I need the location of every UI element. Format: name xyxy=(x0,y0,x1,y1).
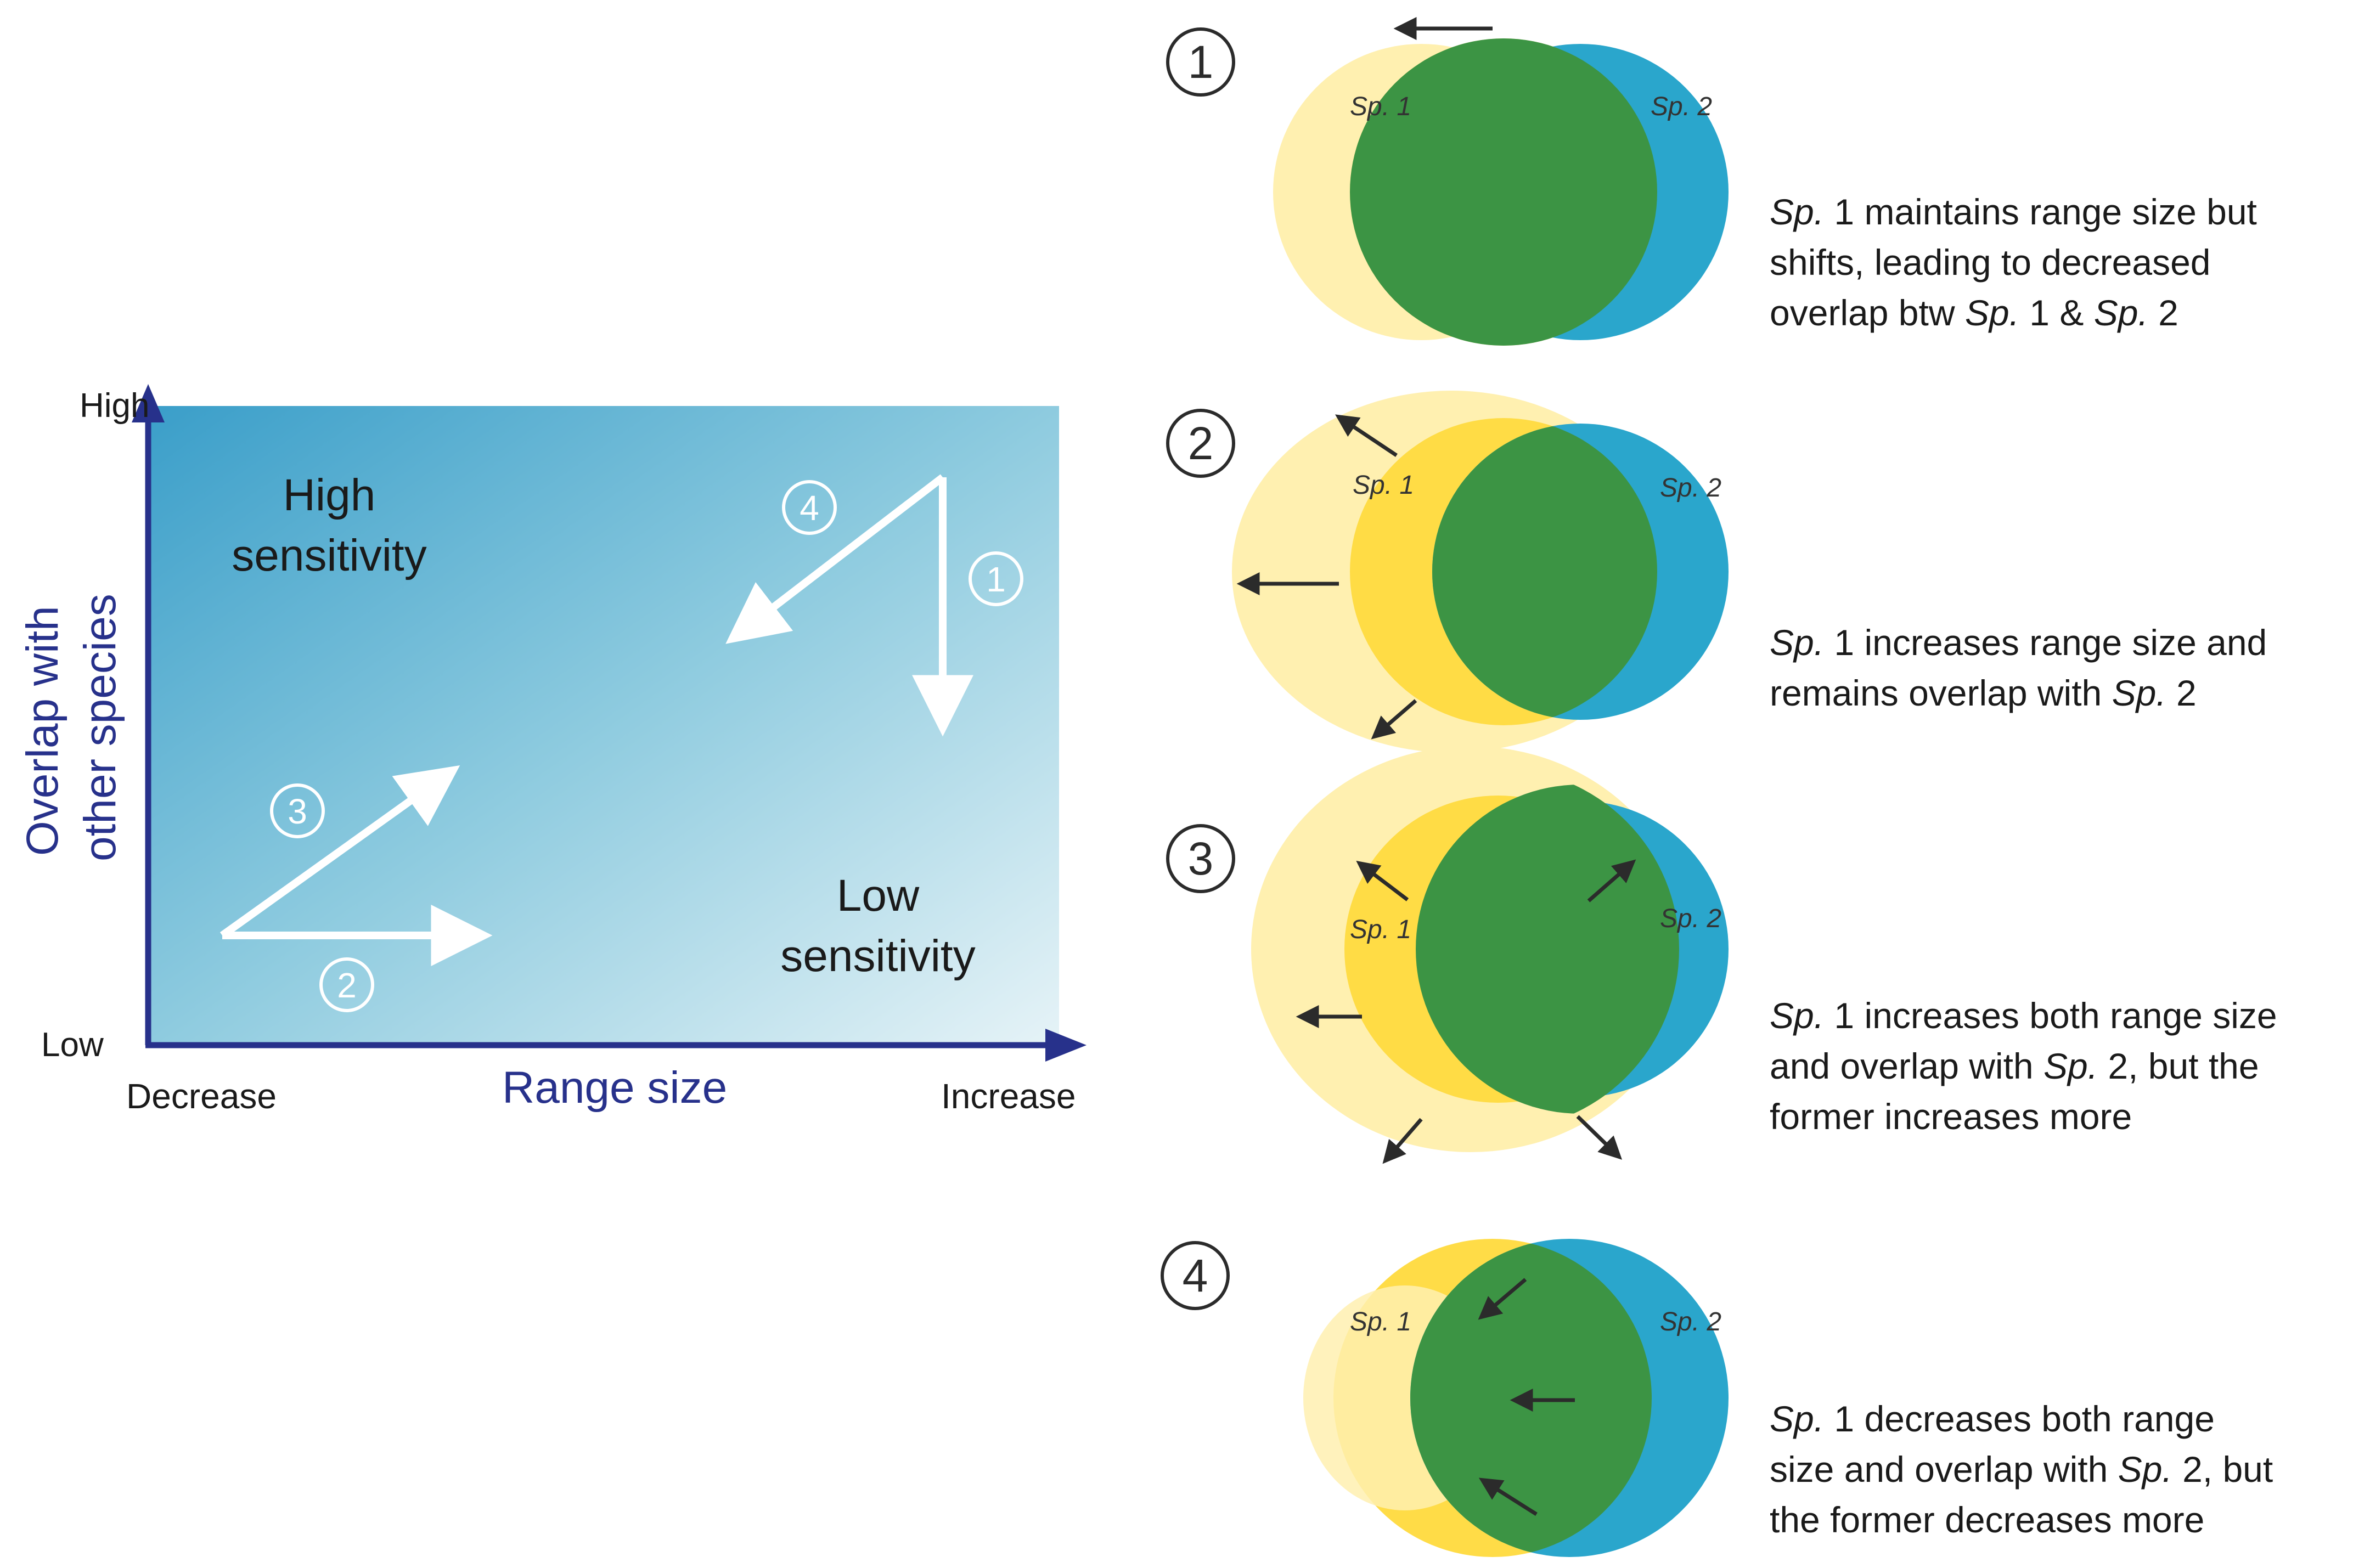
svg-text:4: 4 xyxy=(800,488,819,528)
caption-line: shifts, leading to decreased xyxy=(1770,237,2257,287)
caption-text: and overlap with xyxy=(1770,1046,2044,1086)
caption-line: Sp. 1 increases range size and xyxy=(1770,617,2267,668)
scenario-1-caption: Sp. 1 maintains range size but shifts, le… xyxy=(1770,187,2257,338)
expand-arrow-upleft xyxy=(1335,414,1398,457)
contract-arrow-upper xyxy=(1478,1278,1527,1320)
caption-text: 2 xyxy=(2148,292,2178,333)
caption-text: 1 increases both range size xyxy=(1824,995,2277,1036)
expand-arrow-downright xyxy=(1576,1115,1623,1160)
caption-text: remains overlap with xyxy=(1770,673,2112,713)
scenario-4: 4 Sp. 1 Sp. 2 xyxy=(1161,1239,1729,1557)
x-axis-arrowhead xyxy=(1045,1029,1087,1062)
caption-line: the former decreases more xyxy=(1770,1494,2273,1545)
y-high-label: High xyxy=(80,387,150,425)
trajectory-arrow-4 xyxy=(725,474,945,644)
sp1-label: Sp. 1 xyxy=(1350,92,1411,121)
italic-species-abbrev: Sp. xyxy=(1964,292,2019,333)
expand-arrow-downleft xyxy=(1382,1118,1423,1164)
caption-line: former increases more xyxy=(1770,1091,2277,1142)
italic-species-abbrev: Sp. xyxy=(2093,292,2148,333)
svg-text:2: 2 xyxy=(337,966,357,1005)
scenario-number-3: 3 xyxy=(1166,824,1235,893)
arrow-number-4: 4 xyxy=(782,480,837,535)
caption-text: overlap btw xyxy=(1770,292,1965,333)
caption-line: size and overlap with Sp. 2, but xyxy=(1770,1444,2273,1494)
contract-arrow-lower xyxy=(1478,1477,1538,1516)
caption-line: Sp. 1 maintains range size but xyxy=(1770,187,2257,237)
italic-species-abbrev: Sp. xyxy=(2112,673,2166,713)
sp2-label: Sp. 2 xyxy=(1651,92,1712,121)
expand-arrow-upright xyxy=(1587,859,1636,903)
high-sensitivity-line2: sensitivity xyxy=(232,531,426,580)
scenario-2: 2 Sp. 1 Sp. 2 xyxy=(1166,391,1729,753)
italic-species-abbrev: Sp. xyxy=(1770,995,1825,1036)
caption-text: 1 maintains range size but xyxy=(1824,191,2257,232)
caption-text: 1 decreases both range xyxy=(1824,1398,2215,1439)
low-sensitivity-line1: Low xyxy=(837,871,920,921)
overlap-area xyxy=(1432,424,1657,720)
italic-species-abbrev: Sp. xyxy=(1770,622,1825,663)
caption-text: 1 & xyxy=(2019,292,2094,333)
caption-line: remains overlap with Sp. 2 xyxy=(1770,668,2267,718)
caption-line: Sp. 1 increases both range size xyxy=(1770,990,2277,1041)
sp1-label: Sp. 1 xyxy=(1350,1307,1411,1336)
italic-species-abbrev: Sp. xyxy=(1770,1398,1825,1439)
scenario-3: 3 Sp. 1 Sp. 2 xyxy=(1166,746,1729,1164)
svg-text:1: 1 xyxy=(1188,36,1214,88)
caption-line: and overlap with Sp. 2, but the xyxy=(1770,1041,2277,1091)
italic-species-abbrev: Sp. xyxy=(2043,1046,2098,1086)
sensitivity-plot: High Low Decrease Increase Range size Ov… xyxy=(18,384,1087,1116)
caption-line: Sp. 1 decreases both range xyxy=(1770,1394,2273,1444)
caption-text: shifts, leading to decreased xyxy=(1770,242,2211,283)
sp2-label: Sp. 2 xyxy=(1660,904,1721,933)
caption-text: 2, but xyxy=(2172,1449,2273,1490)
sp1-label: Sp. 1 xyxy=(1350,915,1411,944)
svg-text:3: 3 xyxy=(1188,833,1214,884)
y-low-label: Low xyxy=(41,1026,104,1064)
expand-arrow-downleft xyxy=(1371,699,1417,740)
y-axis-arrowhead xyxy=(132,384,165,422)
caption-text: size and overlap with xyxy=(1770,1449,2118,1490)
italic-species-abbrev: Sp. xyxy=(2118,1449,2172,1490)
svg-text:2: 2 xyxy=(1188,418,1214,469)
y-axis-title-line1: Overlap with xyxy=(18,606,67,856)
arrow-number-3: 3 xyxy=(270,783,325,838)
italic-species-abbrev: Sp. xyxy=(1770,191,1825,232)
x-low-label: Decrease xyxy=(126,1076,277,1116)
trajectory-arrow-3 xyxy=(219,765,460,939)
scenario-number-2: 2 xyxy=(1166,409,1235,478)
caption-text: the former decreases more xyxy=(1770,1499,2205,1540)
overlap-area xyxy=(1350,38,1657,346)
sp2-label: Sp. 2 xyxy=(1660,473,1721,503)
overlap-area xyxy=(1416,785,1679,1114)
caption-text: 1 increases range size and xyxy=(1824,622,2267,663)
scenario-number-4: 4 xyxy=(1161,1241,1230,1310)
low-sensitivity-line2: sensitivity xyxy=(780,931,975,981)
sp2-label: Sp. 2 xyxy=(1660,1307,1721,1336)
caption-text: 2, but the xyxy=(2098,1046,2259,1086)
x-axis-title: Range size xyxy=(502,1063,727,1113)
caption-text: former increases more xyxy=(1770,1096,2132,1137)
caption-line: overlap btw Sp. 1 & Sp. 2 xyxy=(1770,287,2257,338)
x-high-label: Increase xyxy=(941,1076,1076,1116)
scenario-1: 1 Sp. 1 Sp. 2 xyxy=(1166,17,1729,346)
svg-text:3: 3 xyxy=(288,792,307,831)
arrow-number-1: 1 xyxy=(969,551,1023,606)
arrow-number-2: 2 xyxy=(319,957,374,1012)
svg-text:1: 1 xyxy=(986,560,1006,599)
high-sensitivity-line1: High xyxy=(283,470,376,520)
scenario-number-1: 1 xyxy=(1166,27,1235,97)
caption-text: 2 xyxy=(2166,673,2197,713)
sp1-label: Sp. 1 xyxy=(1353,471,1414,500)
svg-text:4: 4 xyxy=(1183,1250,1208,1301)
expand-arrow-upleft xyxy=(1356,860,1409,901)
y-axis-title-line2: other species xyxy=(75,594,125,861)
